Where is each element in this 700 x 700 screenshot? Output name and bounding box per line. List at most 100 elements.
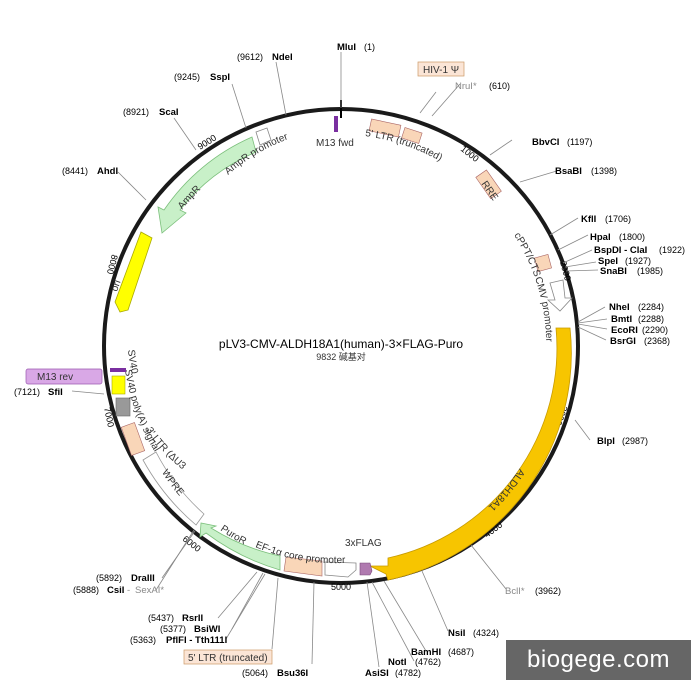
site-pos: (1706) [605,214,631,224]
site-pos: (4782) [395,668,421,678]
site-name: CsiI [107,585,124,596]
ltr5-lower-text: 5' LTR (truncated) [188,653,268,664]
site-pos: (9612) [237,52,263,62]
site-name: SpeI [598,256,618,267]
site-name: NheI [609,302,630,313]
site-name: NruI* [455,81,477,92]
site-name: BsaBI [555,166,582,177]
site-pos: (4687) [448,647,474,657]
feature-label-ori: ori [109,279,123,293]
plasmid-length: 9832 碱基对 [316,351,366,362]
site-name: BbvCI [532,137,559,148]
site-name: SnaBI [600,266,627,277]
site-snabi: SnaBI (1985) [600,266,663,277]
m13-fwd-label: M13 fwd [316,138,354,149]
feature-m13-fwd: M13 fwd [316,116,354,149]
site-mlui: MluI (1) [337,42,375,53]
site-spei: SpeI (1927) [598,256,651,267]
site-pos: (5363) [130,635,156,645]
site-bsrgi: BsrGI (2368) [610,336,670,347]
site-name: NotI [388,657,406,668]
feature-3xflag: 3xFLAG [345,538,382,576]
site-nrui: NruI* (610) [455,81,510,92]
site-pos: (8921) [123,107,149,117]
feature-cppt: cPPT/CTS [511,231,552,279]
site-kfli: KflI (1706) [581,214,631,225]
site-pos: (7121) [14,387,40,397]
site-bbvci: BbvCI (1197) [532,137,592,148]
site-blpi: BlpI (2987) [597,436,648,447]
rre-label: RRE [479,179,500,203]
site-pos: (2288) [638,314,664,324]
site-nhei: NheI (2284) [609,302,664,313]
site-bsu36i: (5064) Bsu36I [242,668,308,679]
site-name: BsrGI [610,336,636,347]
site-pos: (4324) [473,628,499,638]
site-pos: (3962) [535,586,561,596]
site-name: BlpI [597,436,615,447]
site-pos: (1800) [619,232,645,242]
site-nsii: NsiI (4324) [448,628,499,639]
site-noti: NotI (4762) [388,657,441,668]
site-name: AhdI [97,166,118,177]
site-name: Bsu36I [277,668,308,679]
tick-label: 5000 [331,582,351,592]
site-hpai: HpaI (1800) [590,232,645,243]
site-name: SspI [210,72,230,83]
site-pos: (2284) [638,302,664,312]
site-bsiwi: (5377) BsiWI [160,624,220,635]
site-name: MluI [337,42,356,53]
site-pos: (1985) [637,266,663,276]
site-scai: (8921) ScaI [123,107,179,118]
feature-hiv-psi: HIV-1 Ψ [417,61,465,77]
site-sfii: (7121) SfiI [14,387,63,398]
site-pos: (5892) [96,573,122,583]
site-name: KflI [581,214,596,225]
site-ndei: (9612) NdeI [237,52,293,63]
feature-ori: ori [109,231,153,313]
site-name: BamHI [411,647,441,658]
feature-sv40-ori: SV40 ori [0,0,140,417]
site-sspi: (9245) SspI [174,72,230,83]
site-csii: (5888) CsiI - SexAI* [73,585,164,596]
site-pos: (610) [489,81,510,91]
site-name: AsiSI [365,668,389,679]
feature-label-cppt: cPPT/CTS [511,231,542,279]
site-name: NdeI [272,52,293,63]
site-bcli: BclI* (3962) [505,586,561,597]
site-draiii: (5892) DraIII [96,573,155,584]
site-ahdi: (8441) AhdI [62,166,118,177]
site-name: EcoRI [611,325,638,336]
site-name: BspDI - ClaI [594,245,647,256]
feature-label-sv40ori: SV40 ori [0,0,140,375]
site-asisi: AsiSI (4782) [365,668,421,679]
feature-ltr3: 3' LTR (ΔU3) [0,0,188,472]
ltr5-lower-label: 5' LTR (truncated) [183,649,273,665]
site-name: BmtI [611,314,632,325]
site-pos: (2368) [644,336,670,346]
site-pointers [71,52,608,668]
site-name: ScaI [159,107,179,118]
feature-m13-rev: M13 rev [25,368,126,385]
site-name: SfiI [48,387,63,398]
site-pos: (2987) [622,436,648,446]
site-pos: (1) [364,42,375,52]
site-pos: (1927) [625,256,651,266]
feature-rre: RRE [475,169,502,203]
site-name: DraIII [131,573,155,584]
flag-label: 3xFLAG [345,538,382,549]
site-name: HpaI [590,232,611,243]
site-name: SexAI* [135,585,164,596]
site-bspdi-clai: BspDI - ClaI (1922) [594,245,685,256]
site-name: BsiWI [194,624,220,635]
site-pos: (8441) [62,166,88,176]
site-pos: (1398) [591,166,617,176]
site-name: PflFI - Tth111I [166,635,227,646]
site-dash: - [127,585,130,596]
hiv-psi-label: HIV-1 Ψ [423,65,459,76]
site-pos: (1922) [659,245,685,255]
site-pos: (4762) [415,657,441,667]
site-pos: (5888) [73,585,99,595]
site-bamhi: BamHI (4687) [411,647,474,658]
